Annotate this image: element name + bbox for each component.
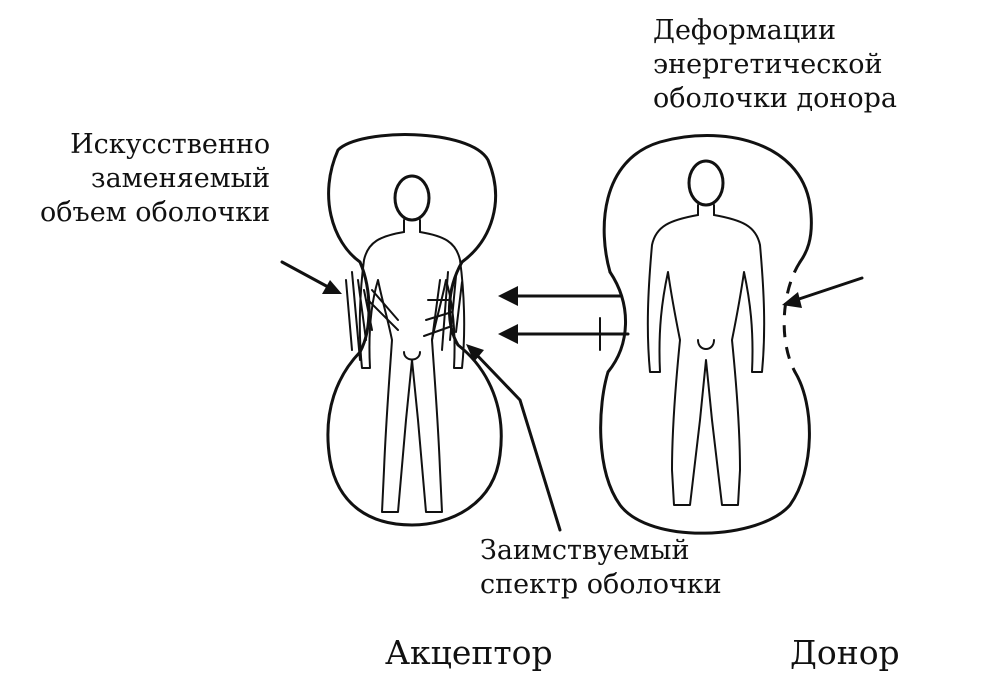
deform-pointer-arrow [794,276,864,302]
caption-donor: Донор [790,633,900,672]
acceptor-figure [345,174,466,513]
acceptor-envelope [326,133,503,527]
borrow-pointer-head [466,344,484,362]
deform-pointer-head [782,292,802,308]
borrow-pointer-line [472,350,562,532]
donor-envelope-dashed-waist [782,261,802,373]
label-donor-shell-deformation: Деформации энергетической оболочки донор… [653,15,897,114]
caption-acceptor: Акцептор [385,633,553,672]
label-artificially-replaced-volume: Искусственно заменяемый объем оболочки [40,129,271,228]
replace-pointer-head [322,280,342,294]
donor-figure [646,159,766,506]
label-borrowed-spectrum: Заимствуемый спектр оболочки [480,535,722,600]
donor-envelope [602,134,813,274]
replace-pointer-arrow [280,260,332,290]
donor-envelope-lower [599,270,811,535]
transfer-arrows [498,286,630,351]
